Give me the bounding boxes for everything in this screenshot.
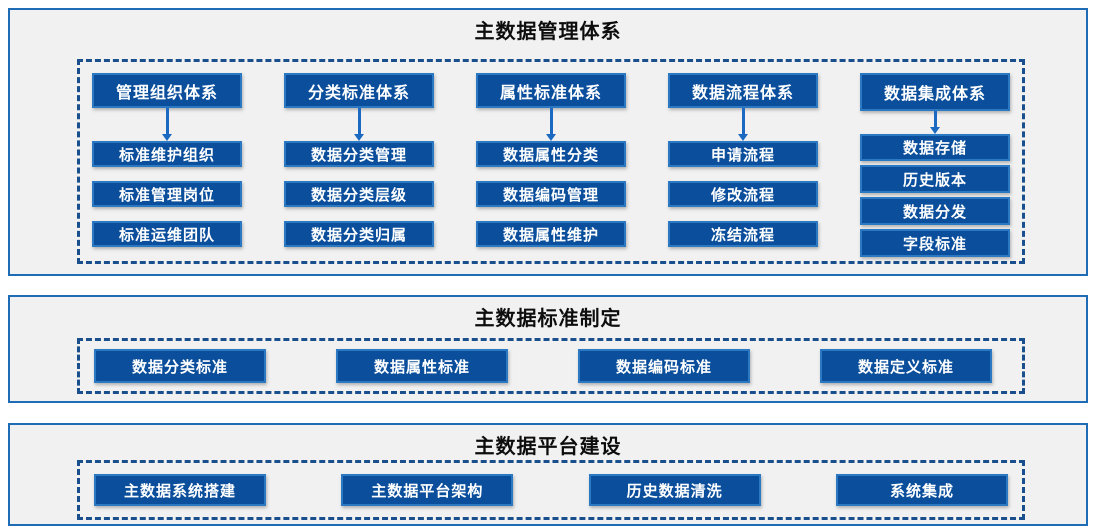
arrow-line bbox=[357, 108, 361, 135]
item-box-1-4: 数据定义标准 bbox=[820, 349, 992, 383]
item-box-1-3: 数据编码标准 bbox=[578, 349, 750, 383]
arrow-down-icon bbox=[354, 108, 364, 142]
child-box-3-3: 数据属性维护 bbox=[476, 221, 626, 247]
child-box-3-2: 数据编码管理 bbox=[476, 181, 626, 208]
arrow-head bbox=[354, 134, 364, 142]
child-box-4-1: 申请流程 bbox=[668, 141, 818, 168]
arrow-line bbox=[933, 110, 937, 127]
header-box-2: 分类标准体系 bbox=[284, 73, 434, 109]
child-box-1-2: 标准管理岗位 bbox=[92, 181, 242, 208]
standard-formulation-section: 主数据标准制定 数据分类标准 数据属性标准 数据编码标准 数据定义标准 bbox=[8, 295, 1088, 403]
arrow-head bbox=[162, 134, 172, 142]
standards-row-container: 数据分类标准 数据属性标准 数据编码标准 数据定义标准 bbox=[77, 338, 1025, 394]
header-box-3: 属性标准体系 bbox=[476, 73, 626, 109]
column-2: 分类标准体系数据分类管理数据分类层级数据分类归属 bbox=[284, 73, 434, 261]
child-box-2-3: 数据分类归属 bbox=[284, 221, 434, 247]
header-box-1: 管理组织体系 bbox=[92, 73, 242, 109]
child-box-4-3: 冻结流程 bbox=[668, 221, 818, 247]
child-box-3-1: 数据属性分类 bbox=[476, 141, 626, 168]
column-1: 管理组织体系标准维护组织标准管理岗位标准运维团队 bbox=[92, 73, 242, 261]
section-title-management: 主数据管理体系 bbox=[474, 21, 622, 43]
child-box-5-3: 数据分发 bbox=[860, 197, 1010, 226]
arrow-line bbox=[165, 108, 169, 135]
arrow-line bbox=[741, 108, 745, 135]
platform-row-container: 主数据系统搭建 主数据平台架构 历史数据清洗 系统集成 bbox=[77, 460, 1025, 520]
header-box-5: 数据集成体系 bbox=[860, 73, 1010, 111]
item-box-1-1: 数据分类标准 bbox=[94, 349, 266, 383]
item-box-2-4: 系统集成 bbox=[835, 474, 1008, 506]
section-title-standards: 主数据标准制定 bbox=[474, 308, 622, 330]
column-5: 数据集成体系数据存储历史版本数据分发字段标准 bbox=[860, 73, 1010, 261]
arrow-down-icon bbox=[930, 110, 940, 134]
child-box-5-1: 数据存储 bbox=[860, 133, 1010, 162]
child-box-2-2: 数据分类层级 bbox=[284, 181, 434, 208]
platform-construction-section: 主数据平台建设 主数据系统搭建 主数据平台架构 历史数据清洗 系统集成 bbox=[8, 423, 1088, 526]
management-system-section: 主数据管理体系 管理组织体系标准维护组织标准管理岗位标准运维团队分类标准体系数据… bbox=[8, 8, 1088, 276]
section-title-platform: 主数据平台建设 bbox=[474, 436, 622, 458]
arrow-line bbox=[549, 108, 553, 135]
child-box-1-1: 标准维护组织 bbox=[92, 141, 242, 168]
child-box-2-1: 数据分类管理 bbox=[284, 141, 434, 168]
arrow-down-icon bbox=[546, 108, 556, 142]
item-box-1-2: 数据属性标准 bbox=[336, 349, 508, 383]
arrow-head bbox=[738, 134, 748, 142]
column-4: 数据流程体系申请流程修改流程冻结流程 bbox=[668, 73, 818, 261]
header-box-4: 数据流程体系 bbox=[668, 73, 818, 109]
arrow-head bbox=[546, 134, 556, 142]
arrow-down-icon bbox=[162, 108, 172, 142]
item-box-2-2: 主数据平台架构 bbox=[341, 474, 514, 506]
child-box-5-4: 字段标准 bbox=[860, 229, 1010, 257]
child-box-5-2: 历史版本 bbox=[860, 165, 1010, 194]
item-box-2-3: 历史数据清洗 bbox=[588, 474, 761, 506]
column-3: 属性标准体系数据属性分类数据编码管理数据属性维护 bbox=[476, 73, 626, 261]
child-box-1-3: 标准运维团队 bbox=[92, 221, 242, 247]
arrow-down-icon bbox=[738, 108, 748, 142]
child-box-4-2: 修改流程 bbox=[668, 181, 818, 208]
management-columns-container: 管理组织体系标准维护组织标准管理岗位标准运维团队分类标准体系数据分类管理数据分类… bbox=[77, 59, 1025, 264]
arrow-head bbox=[930, 126, 940, 134]
item-box-2-1: 主数据系统搭建 bbox=[94, 474, 266, 506]
